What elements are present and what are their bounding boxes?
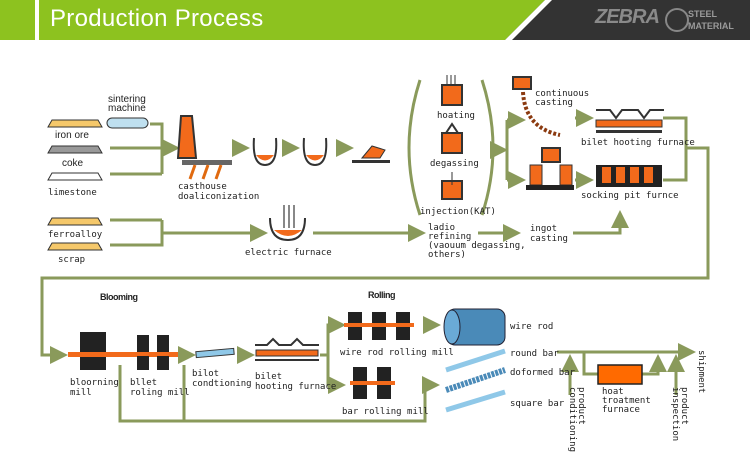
scrap-bar: [47, 242, 103, 251]
heating-vessel-icon: [441, 75, 463, 106]
label-injection: injection(KAT): [420, 207, 496, 217]
label-wire-rod-mill: wire rod rolling mill: [340, 348, 454, 358]
round-bar-icon: [445, 348, 506, 373]
heat-treatment-furnace-icon: [597, 364, 643, 385]
sintering-machine-icon: [106, 117, 149, 129]
label-heat-1: hoat: [602, 387, 624, 397]
label-blooming-mill-1: bloorning: [70, 378, 119, 388]
converter-icon: [352, 145, 390, 163]
reheating-furnace-icon: [255, 337, 319, 361]
coke-bar: [47, 145, 103, 154]
label-conditioning-v1: product: [576, 387, 586, 425]
label-coke: coke: [62, 158, 84, 169]
label-billet-mill-2: roling mill: [130, 388, 190, 398]
blast-furnace-icon: [176, 115, 232, 180]
label-limestone: limestone: [48, 188, 97, 198]
label-casthouse-2: doaliconization: [178, 192, 259, 202]
label-billet-furnace: bilet hooting furnace: [581, 138, 695, 148]
label-ladle-3: (vaouum degassing,: [428, 241, 526, 251]
label-square-bar: square bar: [510, 399, 565, 409]
label-round-bar: round bar: [510, 349, 559, 359]
label-conditioning-1: bilot: [192, 369, 219, 379]
label-iron-ore: iron ore: [55, 130, 89, 141]
label-furnace-2: hooting furnace: [255, 382, 336, 392]
label-deformed-bar: doformed bar: [510, 368, 576, 378]
continuous-caster-icon: [512, 76, 561, 137]
page-title: Production Process: [50, 5, 264, 32]
electric-furnace-icon: [269, 205, 306, 242]
raw-material-bars: [47, 119, 103, 251]
brand-logo: ZEBRA: [595, 6, 660, 28]
wire-rod-mill-icon: [344, 312, 414, 340]
label-ingot-1: ingot: [530, 224, 557, 234]
soaking-pit-icon: [596, 165, 662, 187]
label-heating: hoating: [437, 111, 475, 121]
label-conditioning-2: condtioning: [192, 379, 252, 389]
label-scrap: scrap: [58, 255, 85, 265]
label-heat-3: furnace: [602, 405, 640, 415]
limestone-bar: [47, 172, 103, 181]
section-rolling: Rolling: [368, 290, 395, 300]
label-soaking-pit: socking pit furnce: [581, 191, 679, 201]
label-ladle-4: others): [428, 250, 466, 260]
logo-sub-2: MATERIAL: [688, 21, 734, 31]
label-sintering-2: machine: [108, 103, 146, 114]
label-billet-mill-1: bllet: [130, 378, 157, 388]
label-heat-2: troatment: [602, 396, 651, 406]
square-bar-icon: [445, 389, 506, 413]
label-degassing: degassing: [430, 159, 479, 169]
torpedo-ladle-icon: [252, 137, 278, 167]
label-ladle-1: ladio: [428, 223, 455, 233]
ingot-casting-icon: [526, 147, 574, 190]
wire-rod-coil-icon: [443, 308, 506, 346]
label-furnace-1: bilet: [255, 372, 282, 382]
brand-logo-subtitle: STEEL MATERIAL: [688, 8, 734, 32]
injection-vessel-icon: [441, 172, 463, 200]
flow-lines: [40, 79, 710, 423]
logo-sub-1: STEEL: [688, 9, 718, 19]
label-ferroalloy: ferroalloy: [48, 230, 103, 240]
section-blooming: Blooming: [100, 292, 138, 302]
label-inspection-v2: inspection: [670, 387, 680, 441]
label-blooming-mill-2: mill: [70, 388, 92, 398]
iron-ore-bar: [47, 119, 103, 128]
label-shipment: shipment: [696, 350, 706, 393]
ladle-icon: [302, 137, 328, 167]
degassing-vessel-icon: [441, 122, 463, 154]
bar-mill-icon: [350, 367, 395, 399]
label-ladle-2: refining: [428, 232, 471, 242]
label-inspection-v1: product: [679, 387, 689, 425]
label-continuous-2: casting: [535, 98, 573, 108]
deformed-bar-icon: [445, 367, 506, 393]
label-continuous-1: continuous: [535, 89, 589, 99]
label-bar-mill: bar rolling mill: [342, 407, 429, 417]
label-wire-rod: wire rod: [510, 322, 553, 332]
ferroalloy-bar: [47, 217, 103, 226]
billet-icon: [195, 347, 235, 359]
label-conditioning-v2: conditioning: [567, 387, 577, 452]
header-bar: [0, 0, 750, 40]
label-sintering-1: sintering: [108, 94, 146, 105]
label-casthouse-1: casthouse: [178, 182, 227, 192]
billet-heating-furnace-icon: [595, 109, 664, 133]
label-electric-furnace: electric furnace: [245, 248, 332, 258]
label-ingot-2: casting: [530, 234, 568, 244]
billet-rolling-mill-icon: [120, 335, 176, 370]
